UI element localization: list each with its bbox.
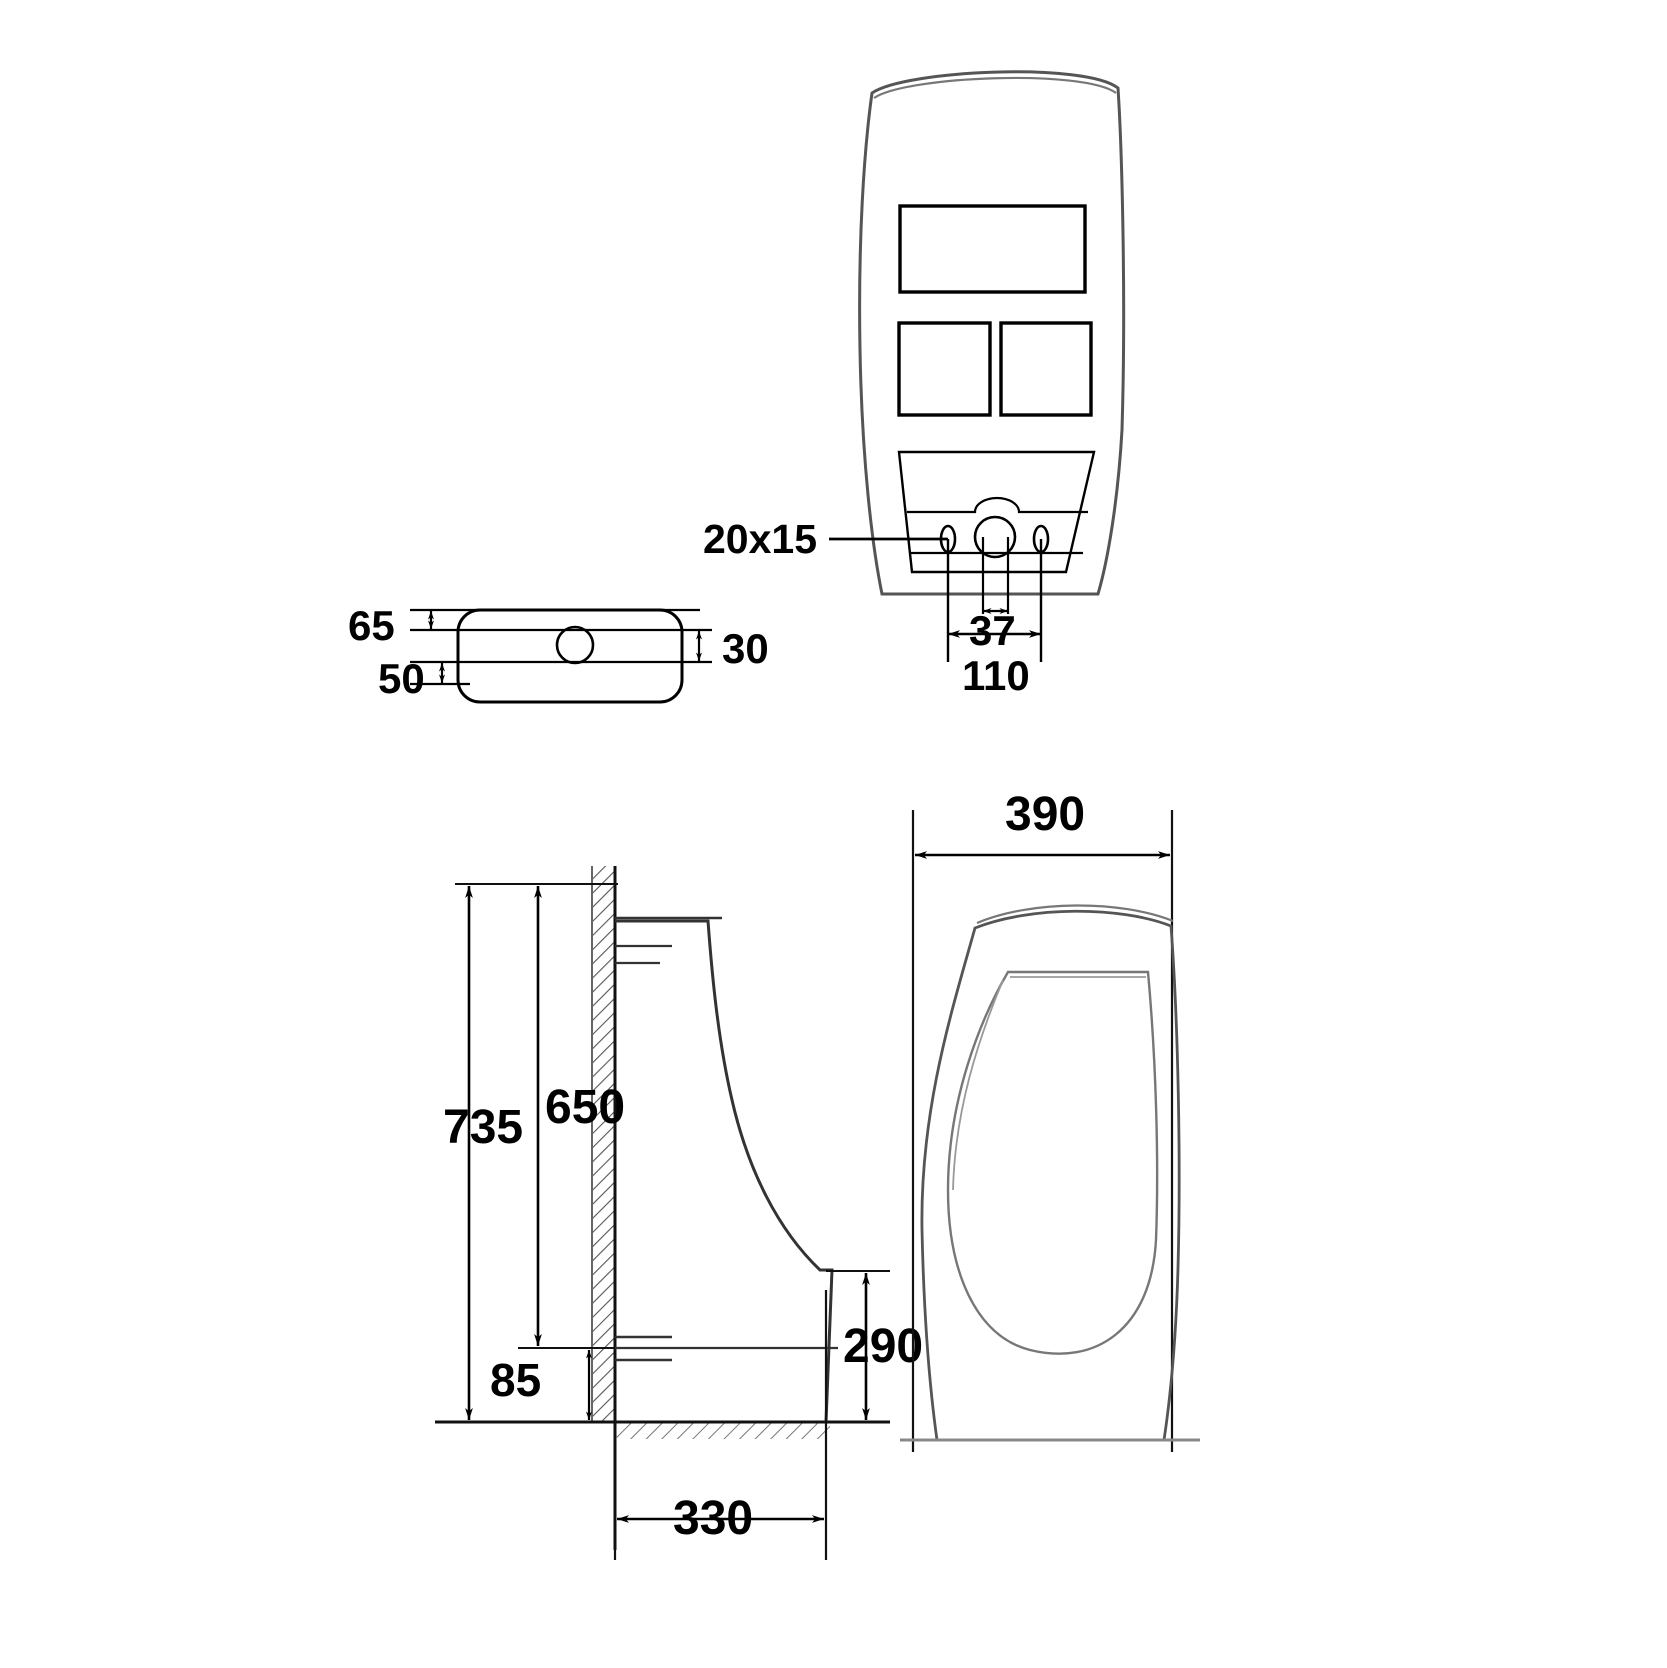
section-detail-outline: [456, 608, 684, 704]
front-elevation-view: 390: [900, 788, 1200, 1452]
wall-hatch: [592, 866, 615, 1423]
front-bowl-outline: [946, 970, 1159, 1355]
side-section-view: 735 650 85 290 330: [435, 866, 923, 1560]
top-view-shroud-upper-line: [907, 496, 1088, 514]
hole-spec-label: 20x15: [703, 516, 817, 562]
top-view-outlet-shroud: [897, 450, 1096, 574]
dim-50-label: 50: [378, 655, 425, 702]
floor-hatch: [615, 1423, 830, 1439]
dim-735-label: 735: [443, 1101, 523, 1154]
dim-37-label: 37: [969, 607, 1016, 654]
top-view-upper-rect: [898, 204, 1087, 294]
front-body-top-edge: [976, 904, 1174, 925]
section-detail-outlet-hole: [555, 625, 595, 665]
dim-110-label: 110: [962, 652, 1030, 699]
top-view-right-square: [999, 321, 1093, 417]
top-view-outlet-hole: [973, 515, 1017, 559]
dim-65-label: 65: [348, 602, 395, 649]
front-bowl-left-shade: [952, 979, 1004, 1191]
top-view-outline: [858, 70, 1126, 596]
top-view-inner-rim: [873, 76, 1117, 99]
top-view-left-square: [897, 321, 992, 417]
front-body-outline: [920, 909, 1181, 1442]
dim-330-label: 330: [673, 1492, 753, 1545]
dim-30-label: 30: [722, 625, 769, 672]
dim-390-label: 390: [1005, 788, 1085, 841]
dim-85-label: 85: [490, 1354, 541, 1406]
dim-650-label: 650: [545, 1081, 625, 1134]
top-view: 20x15 37 110: [703, 70, 1126, 699]
section-detail: 65 50 30: [348, 602, 769, 704]
side-body-profile: [615, 919, 834, 1423]
dim-290-label: 290: [843, 1320, 923, 1373]
